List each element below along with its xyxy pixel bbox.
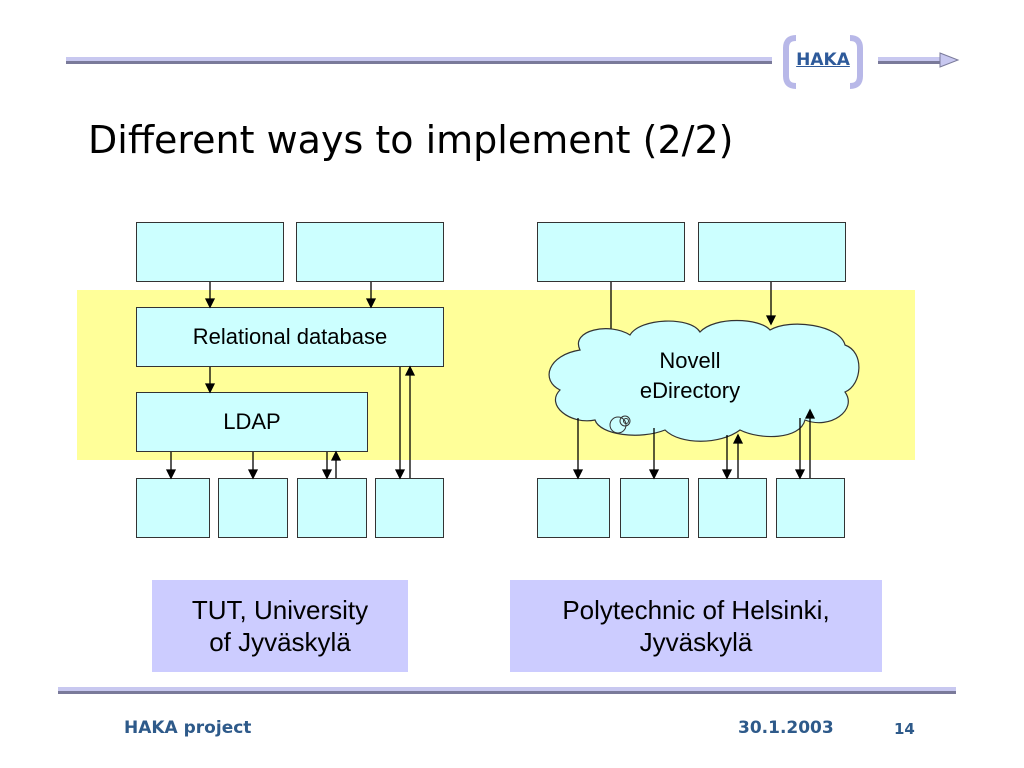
footer-date: 30.1.2003: [738, 718, 834, 738]
left-target-box-2: [218, 478, 288, 538]
cloud-label-line2: eDirectory: [639, 378, 741, 403]
left-source-box-2: [296, 222, 444, 282]
slide-title: Different ways to implement (2/2): [88, 118, 734, 162]
novell-edirectory-cloud: [548, 319, 860, 442]
right-caption-line1: Polytechnic of Helsinki,: [562, 595, 830, 625]
relational-database-label: Relational database: [192, 324, 388, 349]
right-target-box-1: [537, 478, 610, 538]
arrow-rt3-to-cloud: [732, 433, 744, 478]
relational-database-box: Relational database: [136, 307, 444, 367]
arrow-src2-to-db: [365, 282, 377, 309]
arrow-cloud-to-rt4: [794, 418, 806, 480]
logo-text: HAKA: [796, 50, 850, 70]
arrow-rsrc2-to-cloud: [765, 282, 777, 326]
arrow-cloud-to-rt3: [721, 435, 733, 480]
left-caption: TUT, University of Jyväskylä: [152, 580, 408, 672]
footer-page-number: 14: [894, 720, 915, 738]
arrow-db-to-t4: [394, 367, 406, 480]
ldap-box: LDAP: [136, 392, 368, 452]
haka-logo[interactable]: HAKA: [782, 34, 864, 90]
left-caption-line2: of Jyväskylä: [209, 627, 351, 657]
right-target-box-2: [620, 478, 689, 538]
arrow-src1-to-db: [204, 282, 216, 309]
left-target-box-3: [297, 478, 367, 538]
footer-project: HAKA project: [124, 718, 252, 738]
footer-rule: [58, 687, 956, 694]
ldap-label: LDAP: [223, 409, 281, 434]
right-source-box-1: [537, 222, 685, 282]
arrow-t4-to-db: [404, 365, 416, 478]
arrow-ldap-to-t1: [165, 452, 177, 480]
logo-brackets-icon: [783, 35, 863, 89]
cloud-label-line1: Novell: [659, 348, 721, 373]
right-source-box-2: [698, 222, 846, 282]
cloud-label: Novell eDirectory: [600, 346, 780, 406]
arrow-ldap-to-t2: [247, 452, 259, 480]
arrow-cloud-to-rt2: [648, 428, 660, 480]
right-target-box-3: [698, 478, 767, 538]
left-source-box-1: [136, 222, 284, 282]
header-rule-left: [66, 57, 772, 64]
right-caption-line2: Jyväskylä: [639, 627, 753, 657]
left-target-box-1: [136, 478, 210, 538]
right-target-box-4: [776, 478, 845, 538]
arrow-ldap-to-t3: [321, 452, 333, 480]
left-caption-line1: TUT, University: [191, 595, 369, 625]
arrow-t3-to-ldap: [330, 450, 342, 478]
arrow-cloud-to-rt1: [572, 418, 584, 480]
right-caption: Polytechnic of Helsinki, Jyväskylä: [510, 580, 882, 672]
left-target-box-4: [375, 478, 444, 538]
arrow-rt4-to-cloud: [804, 408, 816, 478]
header-rule-right: [878, 57, 944, 64]
arrow-db-to-ldap: [204, 367, 216, 394]
